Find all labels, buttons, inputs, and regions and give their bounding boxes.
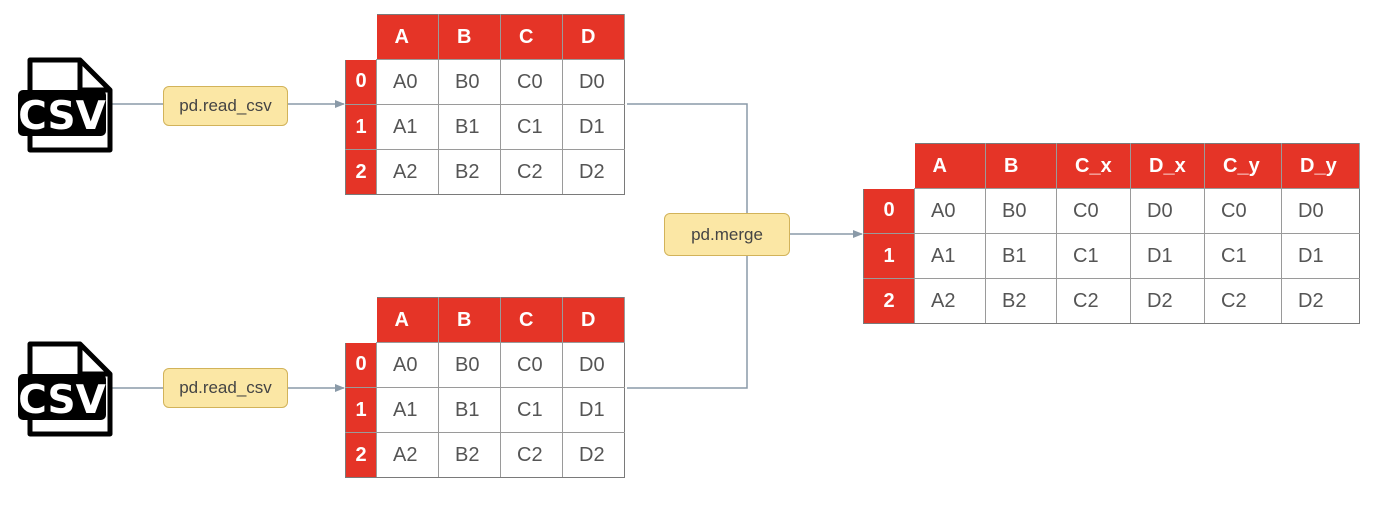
table-cell: A0 <box>376 59 439 105</box>
corner-cell <box>864 144 915 189</box>
column-header: C_x <box>1056 143 1131 189</box>
table-cell: A0 <box>914 188 986 234</box>
row-index: 2 <box>345 149 377 195</box>
table-cell: C2 <box>500 432 563 478</box>
csv-file-label: CSV <box>18 378 106 423</box>
table-cell: B0 <box>438 342 501 388</box>
table-cell: D0 <box>562 59 625 105</box>
table-cell: B0 <box>438 59 501 105</box>
table-cell: C1 <box>500 104 563 150</box>
corner-cell <box>346 298 377 343</box>
table-cell: C2 <box>1204 278 1282 324</box>
table-cell: A2 <box>376 149 439 195</box>
table-cell: C0 <box>1204 188 1282 234</box>
row-index: 1 <box>863 233 915 279</box>
csv-file-label: CSV <box>18 94 106 139</box>
column-header: C <box>500 14 563 60</box>
row-index: 2 <box>863 278 915 324</box>
table-cell: C2 <box>1056 278 1131 324</box>
table-cell: D1 <box>1281 233 1360 279</box>
table-cell: B1 <box>438 104 501 150</box>
table-cell: D2 <box>562 432 625 478</box>
table-cell: B2 <box>438 149 501 195</box>
connector-table2-to-merge <box>627 256 748 389</box>
table-cell: D1 <box>1130 233 1205 279</box>
column-header: D <box>562 297 625 343</box>
row-index: 0 <box>345 59 377 105</box>
column-header: B <box>438 14 501 60</box>
read-csv-box: pd.read_csv <box>163 86 288 126</box>
table-cell: C0 <box>500 342 563 388</box>
table-cell: D1 <box>562 387 625 433</box>
row-index: 1 <box>345 387 377 433</box>
table-cell: D1 <box>562 104 625 150</box>
column-header: C_y <box>1204 143 1282 189</box>
table-cell: A2 <box>914 278 986 324</box>
table-cell: A2 <box>376 432 439 478</box>
row-index: 0 <box>863 188 915 234</box>
row-index: 0 <box>345 342 377 388</box>
connector-table1-to-merge <box>627 103 748 213</box>
corner-cell <box>346 15 377 60</box>
table-cell: C1 <box>500 387 563 433</box>
table-cell: D2 <box>1130 278 1205 324</box>
table-cell: D0 <box>562 342 625 388</box>
table-cell: C0 <box>500 59 563 105</box>
column-header: C <box>500 297 563 343</box>
column-header: A <box>914 143 986 189</box>
column-header: B <box>438 297 501 343</box>
table-cell: D2 <box>1281 278 1360 324</box>
table-cell: B2 <box>438 432 501 478</box>
table-cell: A0 <box>376 342 439 388</box>
csv-file-icon: CSV <box>16 56 114 154</box>
table-cell: B2 <box>985 278 1057 324</box>
read-csv-box: pd.read_csv <box>163 368 288 408</box>
table-cell: C1 <box>1056 233 1131 279</box>
column-header: D <box>562 14 625 60</box>
table-cell: B0 <box>985 188 1057 234</box>
table-cell: A1 <box>376 387 439 433</box>
table-cell: A1 <box>914 233 986 279</box>
table-cell: B1 <box>985 233 1057 279</box>
column-header: A <box>376 14 439 60</box>
row-index: 1 <box>345 104 377 150</box>
table-cell: D2 <box>562 149 625 195</box>
merge-box: pd.merge <box>664 213 790 256</box>
table-cell: B1 <box>438 387 501 433</box>
table-cell: A1 <box>376 104 439 150</box>
column-header: D_y <box>1281 143 1360 189</box>
table-cell: D0 <box>1130 188 1205 234</box>
csv-file-icon: CSV <box>16 340 114 438</box>
row-index: 2 <box>345 432 377 478</box>
table-cell: D0 <box>1281 188 1360 234</box>
table-cell: C0 <box>1056 188 1131 234</box>
table-cell: C2 <box>500 149 563 195</box>
column-header: B <box>985 143 1057 189</box>
column-header: A <box>376 297 439 343</box>
column-header: D_x <box>1130 143 1205 189</box>
table-cell: C1 <box>1204 233 1282 279</box>
